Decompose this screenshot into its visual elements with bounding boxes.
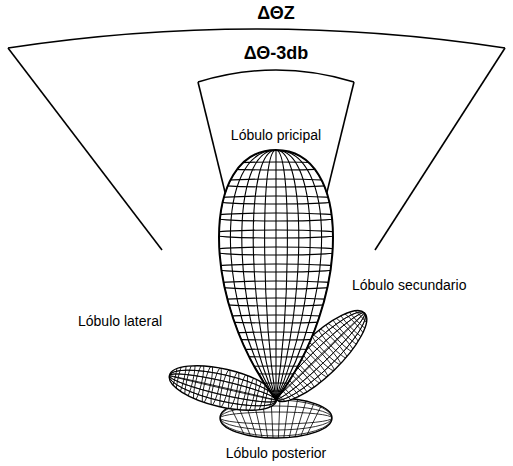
angle-label: ΔΘ-3db <box>244 44 308 62</box>
mesh-stroke <box>191 363 205 401</box>
mesh-stroke <box>295 398 307 438</box>
half-power-arc <box>198 70 354 82</box>
null-line-left <box>8 48 162 250</box>
mesh-stroke <box>174 359 188 397</box>
mesh-stroke <box>219 150 276 400</box>
lobe-label: Lóbulo posterior <box>226 446 326 460</box>
null-line-right <box>375 48 505 250</box>
mesh-stroke <box>278 398 280 438</box>
lobe-label: Lóbulo lateral <box>78 314 162 328</box>
lobe-label: Lóbulo pricipal <box>231 128 321 142</box>
beam-arcs <box>8 29 505 400</box>
mesh-stroke <box>242 150 276 400</box>
mesh-stroke <box>284 398 289 438</box>
angle-label: ΔΘZ <box>257 4 294 22</box>
mesh-stroke <box>235 373 249 411</box>
mesh-stroke <box>276 150 322 400</box>
mesh-stroke <box>275 150 276 400</box>
mesh-stroke <box>305 398 325 438</box>
mesh-stroke <box>165 357 179 395</box>
mesh-stroke <box>276 150 310 400</box>
main-lobe <box>206 150 346 400</box>
mesh-stroke <box>276 150 333 400</box>
lobe-label: Lóbulo secundario <box>352 278 466 292</box>
mesh-stroke <box>220 412 332 424</box>
mesh-stroke <box>230 150 276 400</box>
